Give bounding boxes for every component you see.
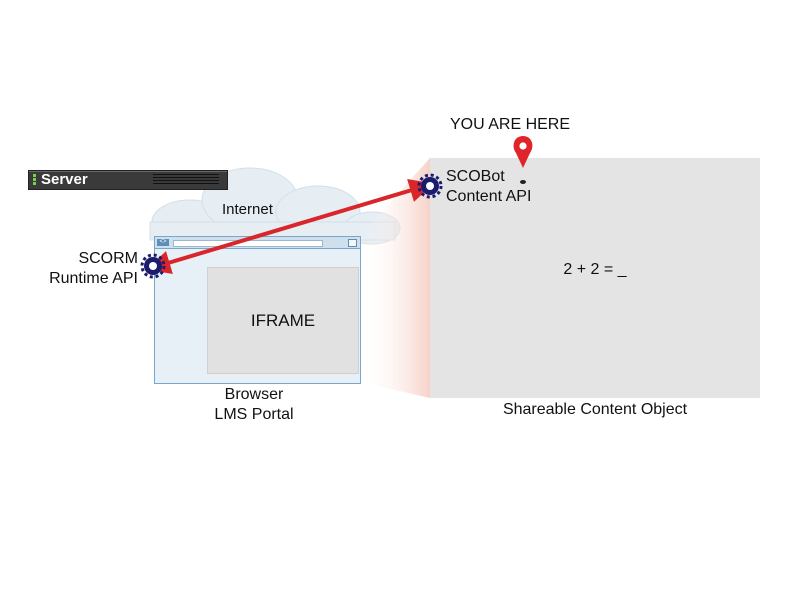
browser-caption-line1: Browser <box>224 386 284 403</box>
scorm-runtime-api-label: SCORM Runtime API <box>20 249 138 289</box>
scorm-label-line1: SCORM <box>78 250 138 267</box>
communication-arrow <box>146 178 434 275</box>
scorm-label-line2: Runtime API <box>49 270 138 287</box>
location-pin-icon <box>513 136 533 184</box>
browser-caption: Browser LMS Portal <box>184 385 324 425</box>
scobot-label-line2: Content API <box>446 188 532 205</box>
sco-question: 2 + 2 = _ <box>563 261 627 278</box>
scorm-gear-icon <box>140 253 166 279</box>
scobot-content-api-label: SCOBot Content API <box>446 167 531 207</box>
server-leds <box>33 174 36 186</box>
browser-caption-line2: LMS Portal <box>214 406 294 423</box>
server-label: Server <box>41 171 88 188</box>
sco-panel: 2 + 2 = _ <box>430 158 760 398</box>
iframe-box: IFRAME <box>207 267 359 374</box>
sco-caption: Shareable Content Object <box>502 401 688 418</box>
scobot-gear-icon <box>417 173 443 199</box>
iframe-label: IFRAME <box>250 311 316 330</box>
you-are-here-label: YOU ARE HERE <box>450 116 571 133</box>
scobot-label-line1: SCOBot <box>446 168 505 185</box>
